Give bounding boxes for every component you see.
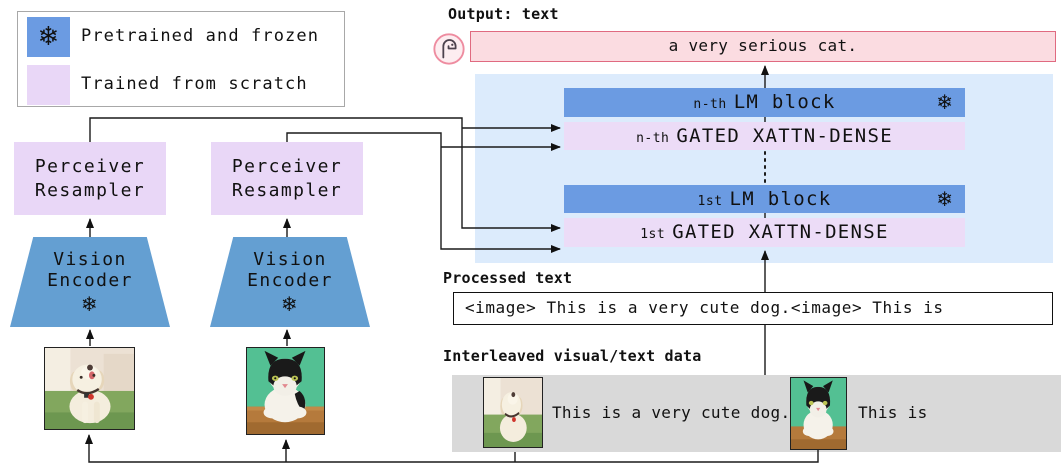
snowflake-icon: ❄ bbox=[80, 292, 100, 316]
output-text-box: a very serious cat. bbox=[470, 31, 1056, 62]
legend: ❄ Pretrained and frozen Trained from scr… bbox=[17, 11, 345, 107]
interleaved-text-1: This is a very cute dog. bbox=[552, 403, 791, 422]
cat-photo bbox=[246, 347, 325, 435]
legend-item-trained: Trained from scratch bbox=[81, 74, 308, 94]
vision-encoder-1: Vision Encoder ❄ bbox=[10, 237, 170, 327]
interleaved-text-2: This is bbox=[858, 403, 928, 422]
perceiver-resampler-1: Perceiver Resampler bbox=[14, 142, 166, 215]
processed-text-label: Processed text bbox=[443, 269, 573, 287]
interleaved-data-label: Interleaved visual/text data bbox=[443, 347, 702, 365]
interleaved-data-box: This is a very cute dog. This is bbox=[452, 375, 1061, 452]
frozen-swatch bbox=[27, 17, 70, 57]
dog-photo bbox=[44, 347, 135, 430]
snowflake-icon: ❄ bbox=[936, 187, 953, 211]
legend-item-frozen: Pretrained and frozen bbox=[81, 26, 320, 46]
trained-swatch bbox=[27, 65, 70, 105]
snowflake-icon: ❄ bbox=[37, 22, 60, 52]
snowflake-icon: ❄ bbox=[936, 90, 953, 114]
processed-text-box: <image> This is a very cute dog.<image> … bbox=[453, 292, 1053, 325]
perceiver-resampler-2: Perceiver Resampler bbox=[211, 142, 363, 215]
snowflake-icon: ❄ bbox=[280, 292, 300, 316]
vision-encoder-2: Vision Encoder ❄ bbox=[210, 237, 370, 327]
cat-photo-small bbox=[790, 377, 847, 450]
dog-photo-small bbox=[483, 377, 543, 448]
output-label: Output: text bbox=[448, 5, 559, 23]
flamingo-icon bbox=[432, 32, 466, 66]
